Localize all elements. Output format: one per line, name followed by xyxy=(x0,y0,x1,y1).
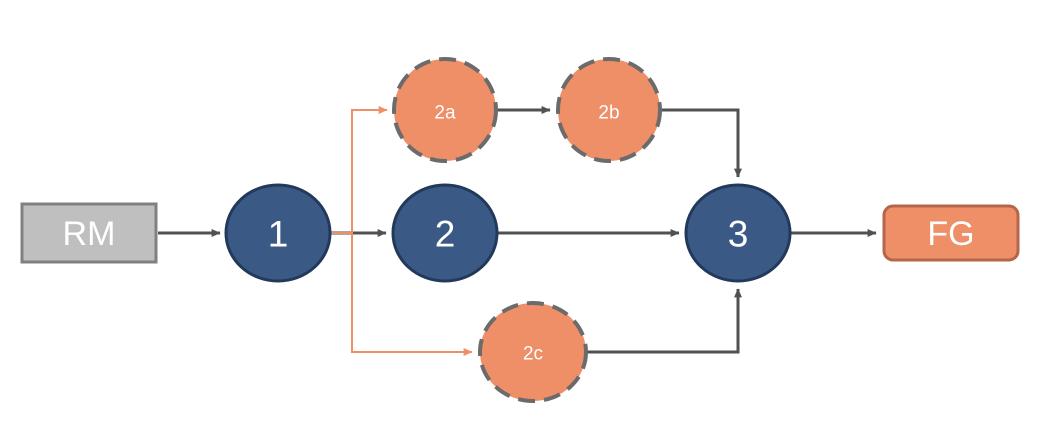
node-1-shape[interactable] xyxy=(224,183,332,283)
node-2-shape[interactable] xyxy=(391,183,499,283)
node-2b-shape[interactable] xyxy=(556,57,662,163)
connector-2c-to-3 xyxy=(586,288,742,354)
node-2c-shape[interactable] xyxy=(478,301,588,403)
terminal-fg[interactable]: FG xyxy=(882,204,1020,262)
node-1[interactable]: 1 xyxy=(224,183,332,283)
rm-label: RM xyxy=(63,215,116,253)
node-2a-shape[interactable] xyxy=(392,57,498,163)
connector-1-branch-to-2a xyxy=(331,106,388,234)
node-3-shape[interactable] xyxy=(684,183,792,283)
node-1-label: 1 xyxy=(268,214,289,255)
fg-label: FG xyxy=(927,215,974,253)
connectors-layer xyxy=(158,106,877,356)
node-3-label: 3 xyxy=(728,214,749,255)
rm-box[interactable] xyxy=(20,202,158,264)
node-2a[interactable]: 2a xyxy=(392,57,498,163)
node-2b[interactable]: 2b xyxy=(556,57,662,163)
terminal-rm[interactable]: RM xyxy=(20,202,158,264)
fg-box[interactable] xyxy=(882,204,1020,262)
node-2a-label: 2a xyxy=(434,103,456,124)
node-2-label: 2 xyxy=(435,214,456,255)
connector-1-branch-to-2c xyxy=(351,233,473,356)
node-2[interactable]: 2 xyxy=(391,183,499,283)
node-2c[interactable]: 2c xyxy=(478,301,588,403)
connector-2b-to-3 xyxy=(660,108,742,178)
node-3[interactable]: 3 xyxy=(684,183,792,283)
node-2c-label: 2c xyxy=(523,344,543,365)
node-2b-label: 2b xyxy=(598,103,619,124)
